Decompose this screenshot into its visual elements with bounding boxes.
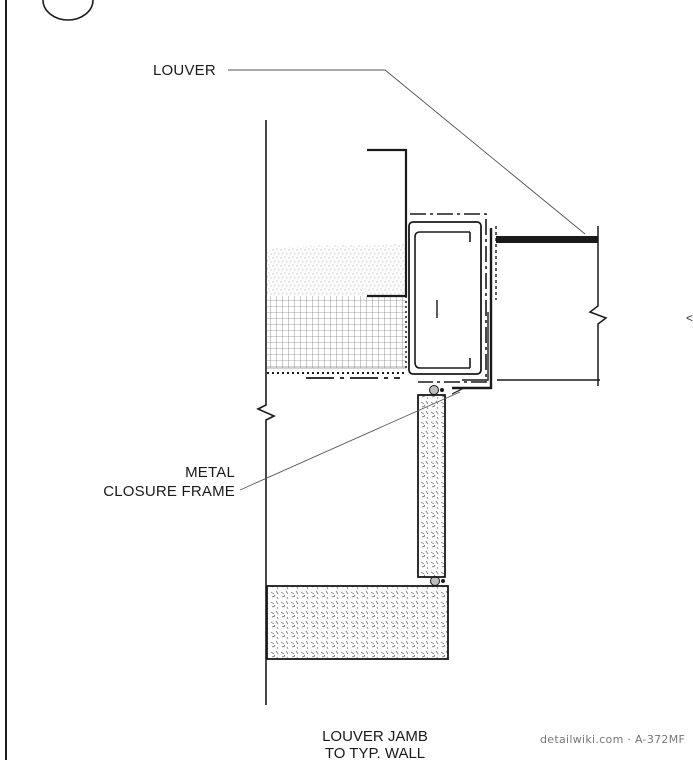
louver-blade — [496, 236, 598, 243]
backer-rod-top — [429, 385, 439, 395]
detail-title-line2: TO TYP. WALL — [324, 745, 426, 762]
louver-channel-outer — [408, 221, 482, 375]
svg-text:<: < — [686, 311, 693, 325]
vertical-stud — [417, 394, 446, 578]
adjacent-wall-line — [588, 226, 608, 386]
detail-title-line1: LOUVER JAMB — [322, 728, 428, 745]
plaster-zone — [267, 244, 406, 296]
closure-frame-leader — [239, 391, 461, 491]
louver-frame-outline — [410, 213, 487, 383]
z-bracket — [367, 148, 408, 298]
base-block — [266, 585, 449, 660]
detail-title: LOUVER JAMB TO TYP. WALL — [300, 728, 450, 762]
louver-channel-inner — [414, 231, 470, 369]
wall-face-line — [256, 120, 276, 705]
watermark: detailwiki.com · A-372MF — [540, 733, 686, 746]
detail-bubble — [42, 0, 94, 21]
louver-label: LOUVER — [153, 62, 216, 79]
metal-closure-label-line1: METAL — [185, 464, 235, 481]
mesh-zone — [267, 296, 406, 368]
metal-closure-label-line2: CLOSURE FRAME — [103, 483, 235, 500]
louver-leader — [228, 69, 586, 235]
closure-frame-angle — [452, 228, 493, 390]
